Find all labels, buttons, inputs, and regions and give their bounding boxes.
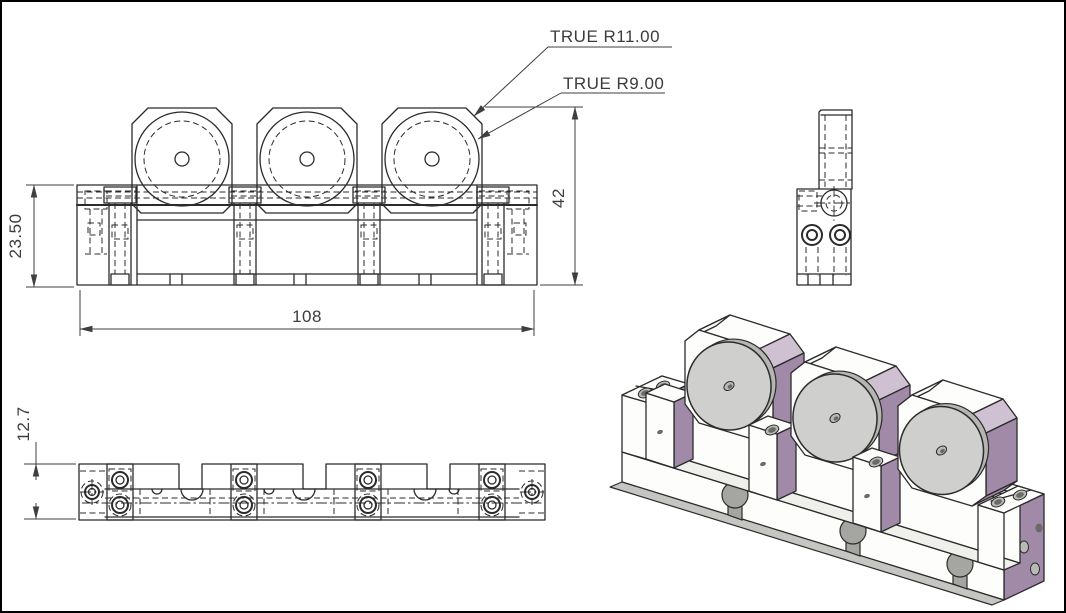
dimension-overall-height: 42 xyxy=(485,106,583,286)
callout-true-r11: TRUE R11.00 xyxy=(473,27,672,117)
iso-roller-block-3 xyxy=(897,379,1018,507)
front-end-details-right xyxy=(506,190,530,255)
dimension-base-height: 23.50 xyxy=(6,184,74,288)
side-counterbore-left xyxy=(801,224,823,246)
callout-true-r9: TRUE R9.00 xyxy=(477,74,665,140)
callout-true-r11-label: TRUE R11.00 xyxy=(550,27,660,46)
iso-roller-block-2 xyxy=(790,346,911,474)
keyhole-notch xyxy=(946,550,974,590)
clamp-tower xyxy=(103,186,137,286)
bottom-bracket xyxy=(478,463,506,521)
front-base-foot-ticks xyxy=(169,273,432,286)
front-roller-block-2 xyxy=(256,107,358,214)
dimension-rail-width-value: 12.7 xyxy=(14,406,33,441)
clamp-tower xyxy=(352,186,386,286)
bottom-bracket xyxy=(354,463,382,521)
dimension-overall-height-value: 42 xyxy=(549,188,568,208)
iso-clamp-pedestal-2 xyxy=(748,415,797,501)
front-clamp-towers xyxy=(103,186,510,286)
front-roller-block-1 xyxy=(131,107,233,214)
isometric-view xyxy=(609,314,1045,606)
bottom-end-cap-right xyxy=(519,470,544,514)
bottom-view: 12.7 xyxy=(14,406,546,521)
dimension-overall-length-value: 108 xyxy=(292,307,322,326)
side-counterbore-right xyxy=(829,224,851,246)
front-roller-block-3 xyxy=(381,107,483,214)
front-base-rail xyxy=(76,184,538,286)
iso-base-bottom-strip xyxy=(609,481,1005,606)
callout-true-r9-label: TRUE R9.00 xyxy=(563,74,664,93)
bottom-bracket xyxy=(230,463,258,521)
clamp-tower xyxy=(228,186,262,286)
bottom-end-cap-left xyxy=(80,470,105,514)
side-base-block xyxy=(796,186,853,286)
side-roller-column xyxy=(818,109,853,190)
dimension-rail-width: 12.7 xyxy=(14,406,76,520)
iso-roller-block-1 xyxy=(684,314,805,442)
bottom-bracket-columns xyxy=(106,463,506,521)
iso-end-cap-right xyxy=(977,485,1045,571)
bottom-bracket xyxy=(106,463,134,521)
dimension-base-height-value: 23.50 xyxy=(6,213,25,258)
iso-clamp-pedestal-3 xyxy=(852,447,901,533)
bottom-outline xyxy=(78,463,546,521)
clamp-tower xyxy=(476,186,510,286)
side-view xyxy=(796,109,853,286)
dimension-overall-length: 108 xyxy=(79,290,535,336)
front-end-details-left xyxy=(84,190,108,255)
front-view: TRUE R11.00 TRUE R9.00 23.50 42 xyxy=(6,27,672,336)
